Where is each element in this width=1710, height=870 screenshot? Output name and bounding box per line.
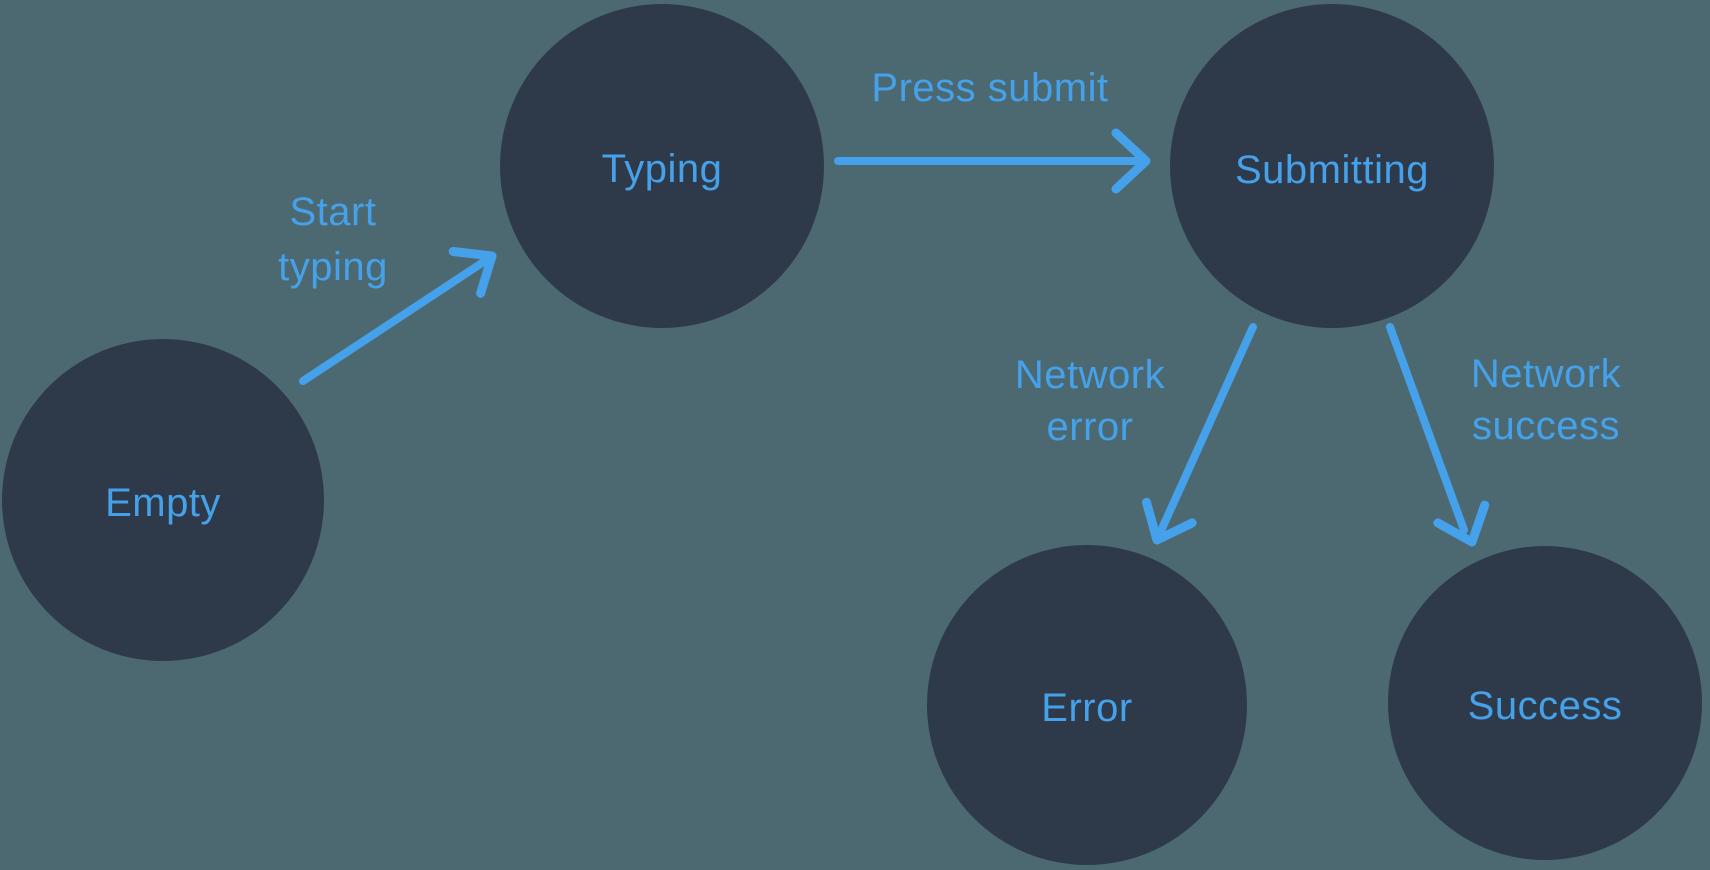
edge-empty-to-typing-arrowhead-icon	[448, 247, 497, 298]
edge-empty-to-typing-label-line1: Start	[290, 190, 377, 234]
node-success-label: Success	[1468, 684, 1623, 728]
edge-typing-to-submitting-arrowhead-icon	[1111, 128, 1151, 194]
node-success-circle	[1388, 546, 1702, 860]
node-typing-circle	[500, 4, 824, 328]
node-typing: Typing	[500, 4, 824, 328]
edge-submitting-to-success-line	[1386, 323, 1468, 534]
edge-submitting-to-success-arrowhead-icon	[1433, 500, 1490, 547]
edge-submitting-to-error-label-line1: Network	[1015, 353, 1166, 397]
edge-typing-to-submitting-label: Press submit	[871, 66, 1108, 110]
edge-empty-to-typing-line	[299, 257, 489, 385]
edge-submitting-to-error-label-line2: error	[1047, 405, 1134, 449]
edge-empty-to-typing-label-line2: typing	[278, 245, 388, 289]
edge-typing-to-submitting: Press submit	[834, 66, 1151, 194]
node-empty-circle	[2, 339, 324, 661]
node-error-label: Error	[1041, 686, 1132, 730]
node-typing-label: Typing	[602, 147, 723, 191]
node-success: Success	[1388, 546, 1702, 860]
node-empty: Empty	[2, 339, 324, 661]
node-submitting-label: Submitting	[1235, 148, 1429, 192]
edge-submitting-to-success-label-line1: Network	[1471, 352, 1622, 396]
node-empty-label: Empty	[105, 481, 221, 525]
node-error: Error	[927, 545, 1247, 865]
edge-empty-to-typing: Start typing	[278, 190, 497, 385]
edge-submitting-to-success: Network success	[1386, 323, 1622, 547]
edge-submitting-to-success-label-line2: success	[1472, 404, 1620, 448]
edge-submitting-to-error: Network error	[1015, 323, 1257, 545]
edge-submitting-to-error-line	[1156, 323, 1257, 537]
node-error-circle	[927, 545, 1247, 865]
node-submitting: Submitting	[1170, 4, 1494, 328]
node-submitting-circle	[1170, 4, 1494, 328]
edge-submitting-to-error-arrowhead-icon	[1142, 497, 1197, 545]
